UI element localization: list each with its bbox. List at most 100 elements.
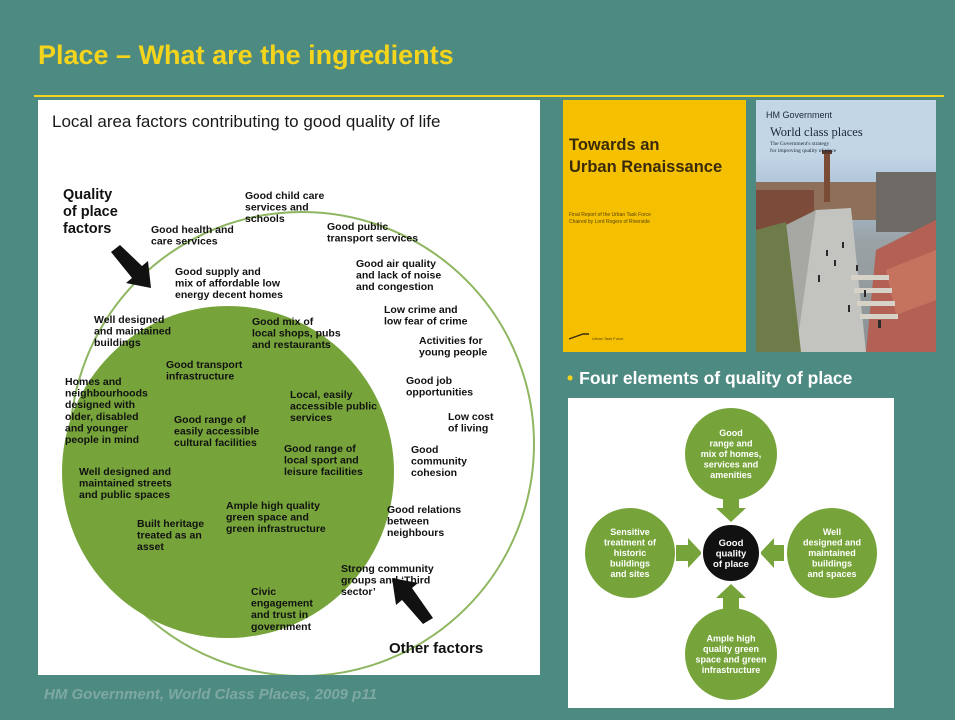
urban-task-force-logo-icon (569, 333, 589, 340)
inner-factor-7-line: leisure facilities (284, 466, 363, 478)
outer-factor-1-line: services and (245, 202, 309, 214)
cover1-title-line-1: Towards an (569, 136, 660, 154)
inner-factor-8-line: and public spaces (79, 489, 170, 501)
title-underline (34, 95, 944, 97)
element-bottom-circle (685, 608, 777, 700)
outer-factor-0-line: Good health and (151, 224, 234, 236)
outer-factor-5-line: young people (419, 347, 487, 359)
cover1-subtitle-line-2: Chaired by Lord Rogers of Riverside (569, 219, 650, 225)
outer-factor-10-line: groups and ‘Third (341, 575, 430, 587)
four-elements-bullet: •Four elements of quality of place (567, 368, 852, 389)
inner-factor-8-line: maintained streets (79, 478, 172, 490)
inner-factor-7-line: Good range of (284, 443, 356, 455)
inner-factor-4-line: older, disabled (65, 411, 139, 423)
cover2-title: World class places (770, 125, 863, 139)
inner-factor-4-line: Homes and (65, 376, 122, 388)
outer-factor-7-line: of living (448, 423, 488, 435)
outer-factor-11-line: and trust in (251, 609, 308, 621)
element-center-label-line: quality (716, 548, 747, 559)
outer-factor-11-line: government (251, 621, 312, 633)
element-left-label-line: and sites (610, 569, 649, 579)
cover1-logo-text: Urban Task Force (592, 336, 624, 341)
inner-factor-1-line: and maintained (94, 326, 171, 338)
element-top-label-line: amenities (710, 470, 752, 480)
outer-factor-8-line: Good (411, 444, 438, 456)
element-top-label-line: range and (709, 439, 752, 449)
inner-factor-10-line: treated as an (137, 530, 202, 542)
up-arrow-icon (716, 584, 746, 610)
quality-of-place-factors-label-line: of place (63, 204, 118, 220)
inner-factors-circle (62, 306, 394, 638)
outer-factor-4-line: Low crime and (384, 304, 458, 316)
inner-factor-4-line: people in mind (65, 434, 139, 446)
element-right-label-line: Well (823, 527, 841, 537)
diagram-heading: Local area factors contributing to good … (52, 112, 441, 131)
outer-factor-3-line: and lack of noise (356, 270, 441, 282)
element-top-label-line: mix of homes, (701, 449, 762, 459)
element-center-label-line: of place (713, 559, 749, 570)
element-bottom-label-line: infrastructure (702, 665, 761, 675)
element-left-label-line: treatment of (604, 538, 657, 548)
outer-factor-3-line: and congestion (356, 281, 434, 293)
outer-factor-3-line: Good air quality (356, 258, 436, 270)
element-left-label-line: historic (614, 548, 647, 558)
element-left-label-line: Sensitive (610, 527, 650, 537)
inner-factor-4-line: neighbourhoods (65, 388, 148, 400)
cover2-subtitle-line-2: for improving quality of place (770, 148, 837, 154)
cover1-subtitle-line-1: Final Report of the Urban Task Force (569, 212, 651, 218)
inner-factor-0-line: Good supply and (175, 266, 261, 278)
inner-factor-0-line: energy decent homes (175, 289, 283, 301)
inner-factor-5-line: Good range of (174, 414, 246, 426)
outer-factor-7-line: Low cost (448, 411, 494, 423)
inner-factor-6-line: Local, easily (290, 389, 353, 401)
element-right-label-line: maintained (808, 548, 856, 558)
inner-factor-1-line: buildings (94, 337, 141, 349)
quality-of-life-diagram: Local area factors contributing to good … (38, 100, 540, 675)
left-arrow-icon (760, 538, 784, 568)
outer-factor-8-line: cohesion (411, 467, 457, 479)
inner-factor-9-line: green infrastructure (226, 523, 326, 535)
element-left-label-line: buildings (610, 559, 650, 569)
element-right-label-line: buildings (812, 559, 852, 569)
inner-factor-3-line: Good transport (166, 359, 243, 371)
outer-factor-9-line: between (387, 516, 429, 528)
outer-factor-1-line: schools (245, 213, 285, 225)
outer-factor-6-line: opportunities (406, 387, 473, 399)
inner-factor-1-line: Well designed (94, 314, 164, 326)
cover2-photo (756, 150, 936, 352)
world-class-places-cover: HM Government World class places The Gov… (756, 100, 936, 352)
inner-factor-3-line: infrastructure (166, 371, 234, 383)
outer-factor-10-line: Strong community (341, 563, 434, 575)
outer-factor-6-line: Good job (406, 375, 452, 387)
inner-factor-4-line: designed with (65, 399, 135, 411)
bullet-text: Four elements of quality of place (579, 368, 853, 388)
inner-factor-9-line: green space and (226, 512, 309, 524)
element-arrows (676, 498, 784, 610)
